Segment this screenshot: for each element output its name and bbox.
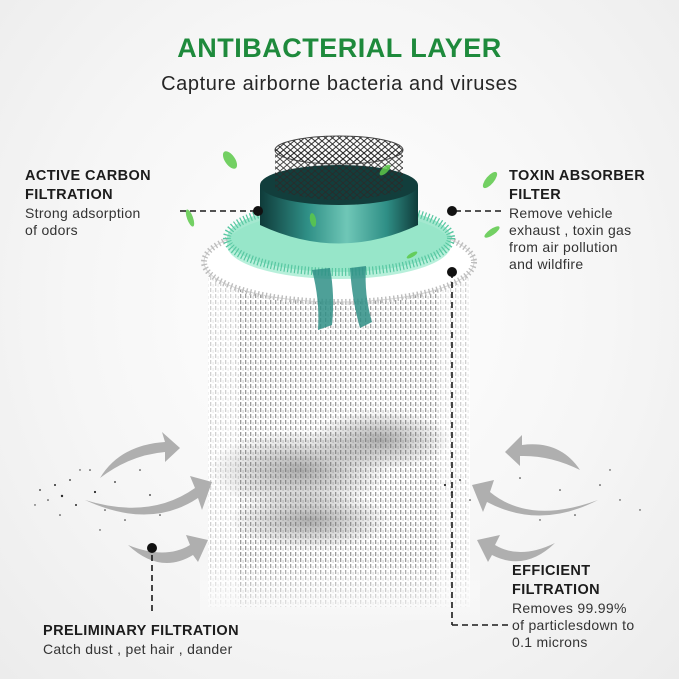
callout-title: PRELIMINARY FILTRATION xyxy=(43,623,239,639)
callout-description: exhaust , toxin gas xyxy=(509,222,632,238)
callout-description: 0.1 microns xyxy=(512,634,588,650)
callout-dots xyxy=(147,206,457,553)
callout-title: FILTRATION xyxy=(25,187,114,203)
callout-title: FILTRATION xyxy=(512,582,601,598)
callout-preliminary-filtration: PRELIMINARY FILTRATION Catch dust , pet … xyxy=(43,622,239,658)
callout-description: Remove vehicle xyxy=(509,205,613,221)
mesh-cap xyxy=(274,135,404,200)
callout-description: from air pollution xyxy=(509,239,618,255)
callout-description: Strong adsorption xyxy=(25,205,141,221)
hepa-filter-body xyxy=(200,262,480,620)
airflow-arrows-right xyxy=(472,435,598,562)
callout-description: Catch dust , pet hair , dander xyxy=(43,641,233,657)
callout-description: Removes 99.99% xyxy=(512,600,627,616)
callout-title: ACTIVE CARBON xyxy=(25,168,152,184)
callout-description: of odors xyxy=(25,222,78,238)
leaf-particles xyxy=(185,151,500,259)
callout-title: TOXIN ABSORBER xyxy=(509,168,646,184)
callout-title: EFFICIENT xyxy=(512,563,591,579)
callout-active-carbon: ACTIVE CARBON FILTRATION Strong adsorpti… xyxy=(25,167,151,239)
page-title: ANTIBACTERIAL LAYER xyxy=(177,33,502,63)
page-subtitle: Capture airborne bacteria and viruses xyxy=(161,73,518,95)
callout-lines xyxy=(151,210,508,626)
callout-toxin-absorber: TOXIN ABSORBER FILTER Remove vehicle exh… xyxy=(509,167,645,273)
callout-description: of particlesdown to xyxy=(512,617,635,633)
callout-title: FILTER xyxy=(509,187,562,203)
callout-description: and wildfire xyxy=(509,256,584,272)
dust-particles xyxy=(34,469,641,531)
callout-efficient-filtration: EFFICIENT FILTRATION Removes 99.99% of p… xyxy=(512,562,634,651)
airflow-arrows-left xyxy=(85,432,212,563)
